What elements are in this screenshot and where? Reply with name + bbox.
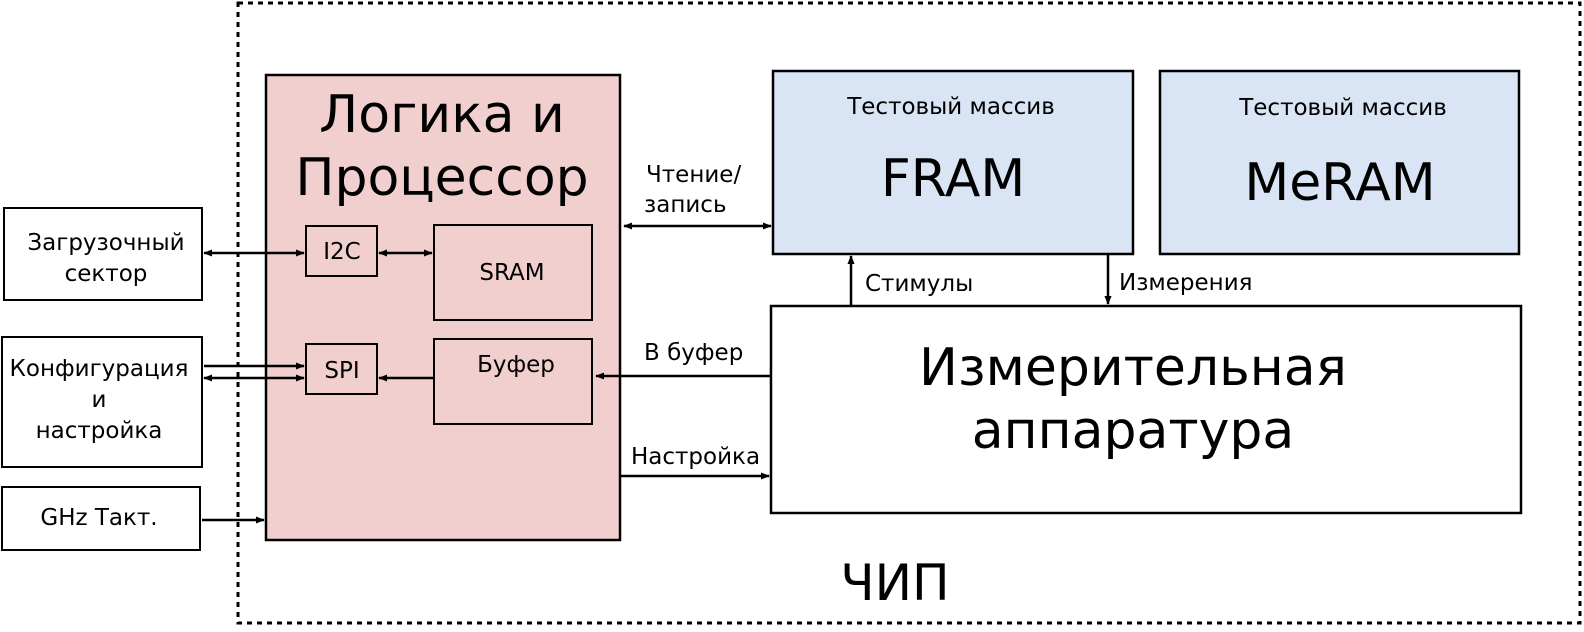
fram-array-block: Тестовый массив FRAM: [771, 69, 1135, 256]
logic-title-2: Процессор: [295, 148, 588, 208]
logic-processor-block: Логика и Процессор I2C SRAM SPI Буфер: [264, 73, 622, 542]
sram-label: SRAM: [479, 260, 544, 286]
logic-title-1: Логика и: [319, 85, 565, 145]
config-label-3: настройка: [36, 418, 163, 444]
meram-caption: Тестовый массив: [1238, 95, 1447, 121]
i2c-block: [305, 225, 378, 277]
spi-label: SPI: [324, 358, 359, 384]
fram-name: FRAM: [881, 149, 1025, 209]
config-label-2: и: [92, 387, 107, 413]
measurement-hardware-block: Измерительная аппаратура: [769, 304, 1523, 515]
meram-array-block: Тестовый массив MeRAM: [1158, 69, 1521, 256]
measurements-label: Измерения: [1119, 270, 1253, 296]
boot-sector-block: Загрузочный сектор: [3, 207, 203, 301]
config-label-1: Конфигурация: [10, 356, 189, 382]
boot-sector-label-2: сектор: [65, 261, 148, 287]
meram-name: MeRAM: [1244, 153, 1435, 213]
measurement-label-1: Измерительная: [919, 338, 1347, 398]
measurement-label-2: аппаратура: [972, 401, 1295, 461]
clock-label: GHz Такт.: [40, 505, 157, 531]
chip-boundary: [236, 1, 1582, 625]
to-buffer-label: В буфер: [644, 340, 743, 366]
spi-block: [305, 343, 378, 395]
buffer-block: [433, 338, 593, 425]
buffer-label: Буфер: [477, 352, 555, 378]
read-write-label-1: Чтение/: [646, 162, 741, 188]
i2c-label: I2C: [323, 239, 360, 265]
sram-block: [433, 224, 593, 321]
read-write-label-2: запись: [644, 192, 727, 218]
config-block: Конфигурация и настройка: [1, 336, 203, 468]
clock-block: GHz Такт.: [1, 486, 201, 551]
fram-caption: Тестовый массив: [846, 94, 1055, 120]
setup-label: Настройка: [631, 444, 760, 470]
stimuli-label: Стимулы: [865, 271, 973, 297]
boot-sector-label-1: Загрузочный: [27, 230, 184, 256]
chip-label: ЧИП: [840, 554, 949, 612]
